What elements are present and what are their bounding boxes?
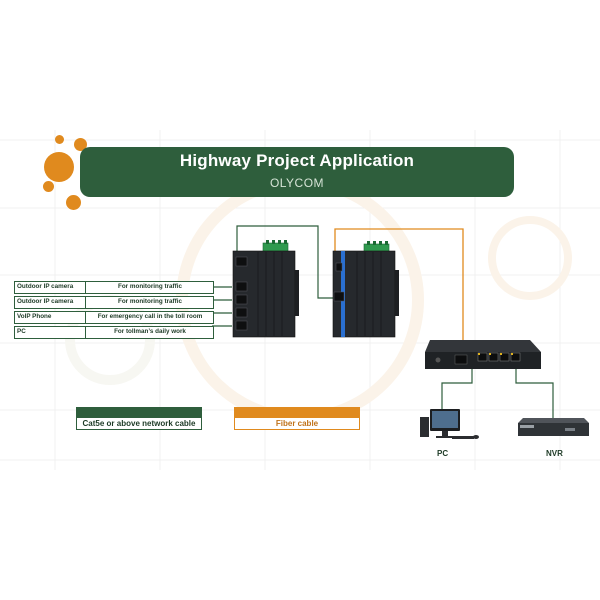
table-row: VoIP Phone For emergency call in the tol…	[14, 311, 214, 324]
device-table: Outdoor IP camera For monitoring traffic…	[14, 281, 214, 341]
legend-fiber: Fiber cable	[234, 407, 360, 430]
decor-dot	[66, 195, 81, 210]
copper-links	[212, 225, 554, 420]
device-name: VoIP Phone	[17, 313, 52, 320]
legend-copper-label: Cat5e or above network cable	[76, 417, 202, 430]
banner-subtitle: OLYCOM	[269, 176, 325, 190]
fiber-link	[334, 228, 464, 340]
nvr-icon	[518, 418, 589, 436]
table-row: Outdoor IP camera For monitoring traffic	[14, 296, 214, 309]
decor-dot	[55, 135, 64, 144]
device-use: For tollman’s daily work	[114, 328, 186, 335]
title-banner: Highway Project Application OLYCOM	[80, 147, 514, 197]
nvr-label: NVR	[546, 449, 563, 458]
legend-copper: Cat5e or above network cable	[76, 407, 202, 430]
table-row: PC For tollman’s daily work	[14, 326, 214, 339]
media-converter-icon	[332, 241, 399, 338]
device-name: PC	[17, 328, 26, 335]
device-use: For monitoring traffic	[117, 298, 182, 305]
legend-fiber-label: Fiber cable	[234, 417, 360, 430]
decor-dot	[43, 181, 54, 192]
device-use: For emergency call in the toll room	[97, 313, 203, 320]
decor-dot	[44, 152, 74, 182]
table-row: Outdoor IP camera For monitoring traffic	[14, 281, 214, 294]
device-name: Outdoor IP camera	[17, 283, 74, 290]
industrial-switch-icon	[232, 240, 299, 338]
banner-title: Highway Project Application	[179, 151, 415, 170]
poe-switch-icon	[425, 340, 541, 369]
device-name: Outdoor IP camera	[17, 298, 74, 305]
pc-monitor-icon	[420, 409, 479, 439]
device-use: For monitoring traffic	[117, 283, 182, 290]
pc-label: PC	[437, 449, 449, 458]
